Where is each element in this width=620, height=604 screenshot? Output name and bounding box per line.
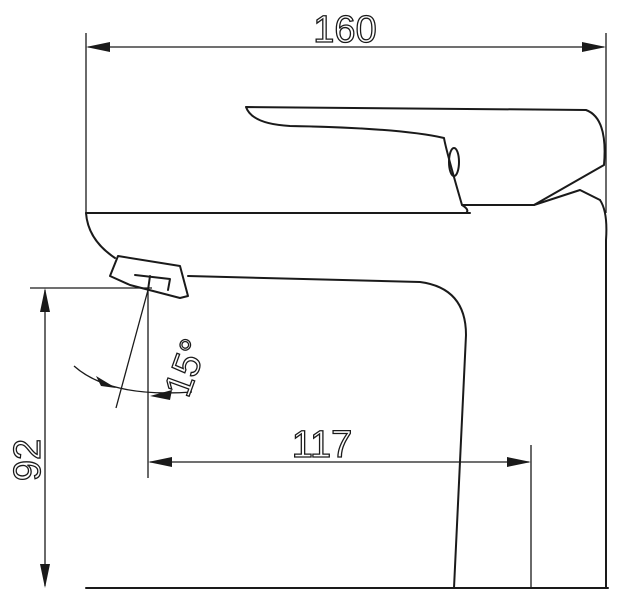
handle-pivot-cap [448, 147, 460, 177]
angle-arc [73, 365, 193, 394]
faucet-body [85, 199, 609, 589]
aerator-inner [134, 274, 171, 291]
height-label: 92 [7, 439, 49, 481]
reach-arrow-left [148, 457, 172, 467]
handle-base [533, 189, 601, 206]
angle-arrow-left [96, 376, 116, 388]
handle-neck [461, 204, 469, 214]
width-dimension: 160 [85, 8, 607, 213]
height-dimension: 92 [6, 287, 152, 588]
reach-label: 117 [292, 424, 353, 466]
width-arrow-right [582, 42, 606, 52]
lever-handle [245, 106, 606, 214]
handle-outline [245, 106, 606, 206]
reach-dimension: 117 [147, 288, 532, 588]
angle-label: 15° [157, 334, 216, 402]
width-arrow-left [86, 42, 110, 52]
aerator-outline [109, 255, 189, 299]
body-front-curve [85, 212, 116, 259]
height-arrow-top [40, 288, 50, 312]
spout-underside [187, 275, 467, 589]
angle-dimension: 15° [73, 289, 217, 409]
body-rear-edge [599, 199, 608, 589]
width-label: 160 [313, 9, 376, 51]
height-arrow-bottom [40, 564, 50, 588]
angle-arrow-right [150, 390, 172, 400]
reach-arrow-right [507, 457, 531, 467]
aerator [109, 255, 189, 299]
